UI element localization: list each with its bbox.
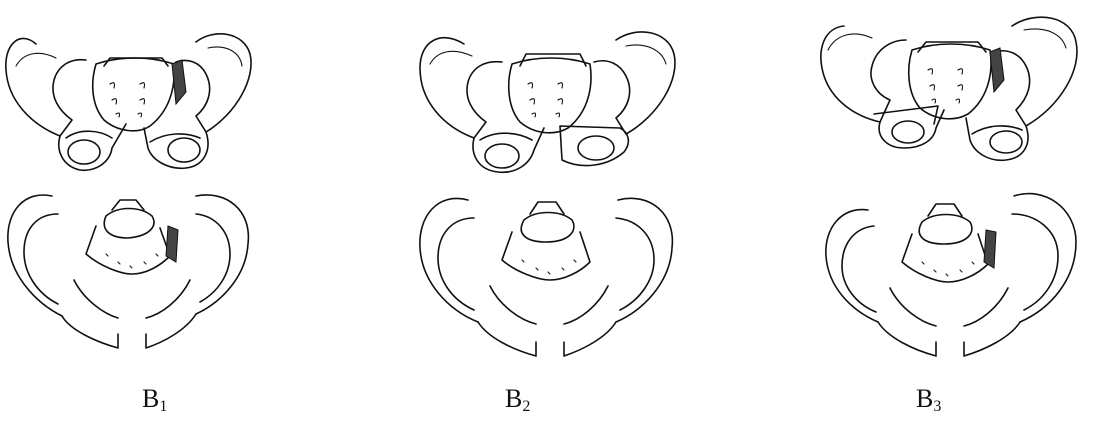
- caption-b1: B1: [142, 384, 167, 416]
- pelvis-inlet-view: [826, 194, 1076, 356]
- caption-b2: B2: [505, 384, 530, 416]
- pelvis-front-view: [420, 32, 675, 172]
- panel-b1: B1: [0, 0, 280, 434]
- pelvis-inlet-view: [420, 198, 673, 356]
- pelvis-front-view: [6, 34, 251, 170]
- panel-b2: B2: [412, 0, 692, 434]
- pelvis-drawings-b3: [814, 0, 1094, 370]
- pelvis-inlet-view: [8, 195, 249, 348]
- caption-b3: B3: [916, 384, 941, 416]
- pelvis-drawings-b2: [412, 0, 692, 370]
- pelvis-drawings-b1: [0, 0, 280, 370]
- pelvis-front-view: [821, 17, 1077, 160]
- panel-b3: B3: [814, 0, 1094, 434]
